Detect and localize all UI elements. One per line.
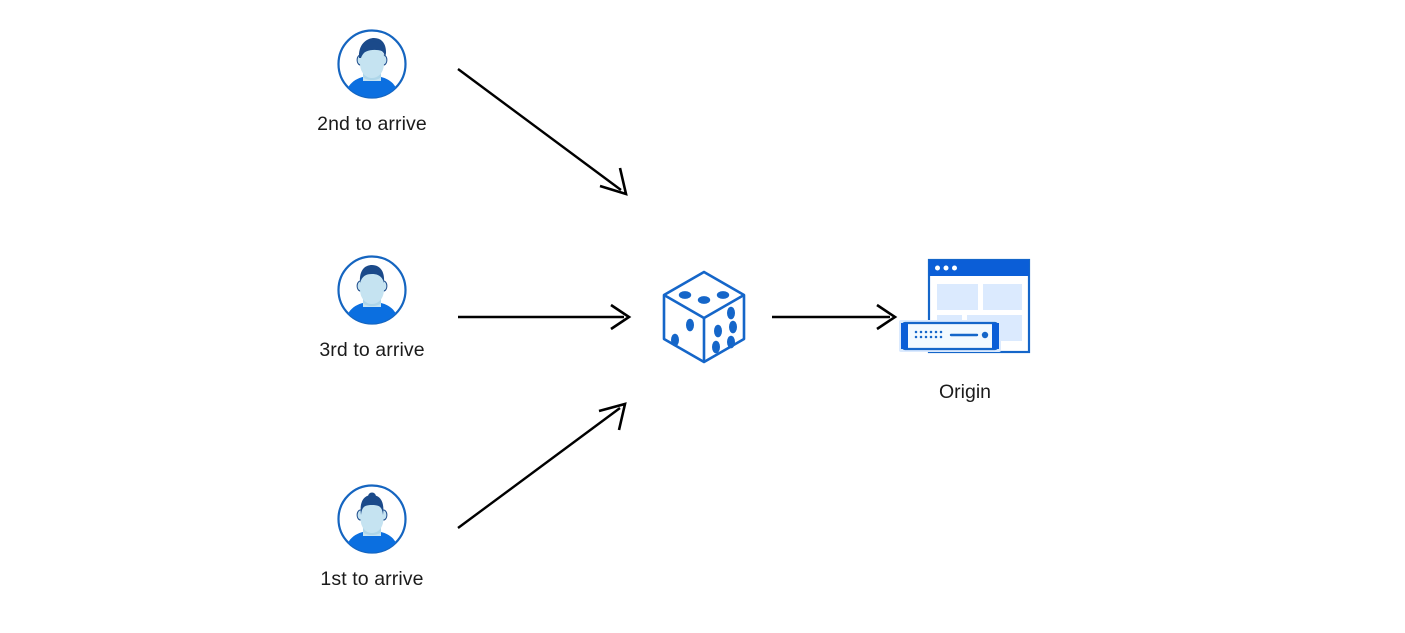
dice-right-pips <box>712 306 737 354</box>
client-label-3rd: 3rd to arrive <box>319 339 425 361</box>
randomizer-node[interactable] <box>658 268 750 369</box>
client-label-2nd: 2nd to arrive <box>317 113 427 135</box>
dice-top-pips <box>678 291 730 304</box>
server-appliance-icon <box>899 320 1001 352</box>
server-led <box>981 331 989 339</box>
dice-left-pips <box>671 318 694 347</box>
edge-1st-to-dice <box>457 402 627 529</box>
client-node-2nd[interactable]: 2nd to arrive <box>282 27 462 136</box>
origin-label: Origin <box>938 381 992 403</box>
dice-icon <box>662 270 746 364</box>
server-vents <box>914 330 943 339</box>
origin-stack-icon <box>899 258 1031 354</box>
edge-3rd-to-dice <box>458 303 632 331</box>
avatar-crop-hair-icon <box>337 255 407 325</box>
client-node-3rd[interactable]: 3rd to arrive <box>282 253 462 362</box>
edge-2nd-to-dice <box>457 68 628 196</box>
origin-node[interactable]: Origin <box>865 256 1065 404</box>
client-label-1st: 1st to arrive <box>320 568 424 590</box>
avatar-long-hair-icon <box>337 484 407 554</box>
client-node-1st[interactable]: 1st to arrive <box>282 482 462 591</box>
avatar-short-hair-icon <box>337 29 407 99</box>
